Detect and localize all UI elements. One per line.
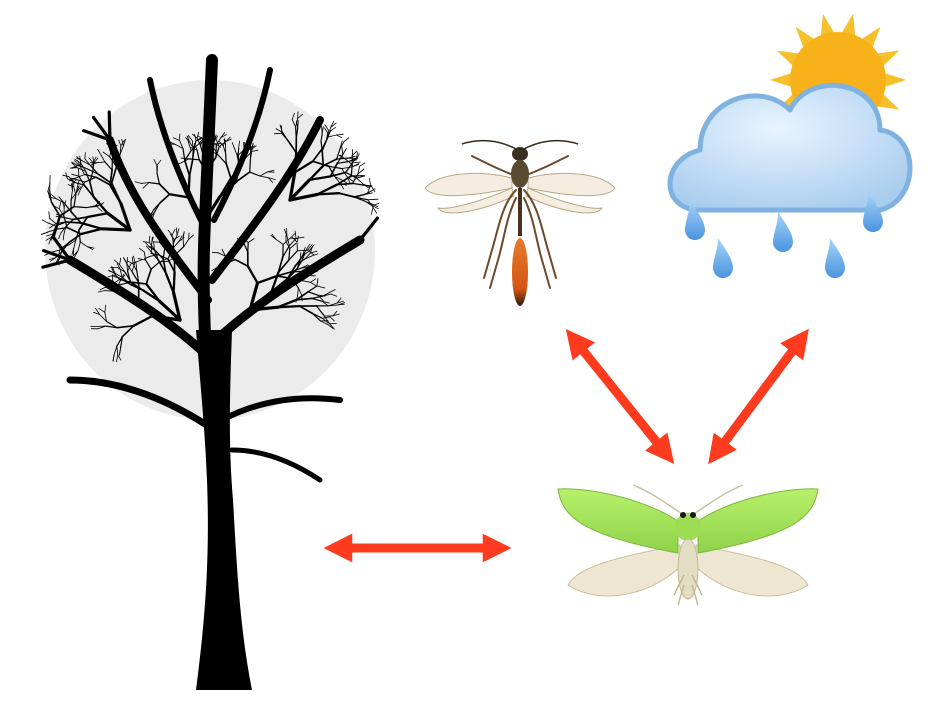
wasp-moth-arrow xyxy=(573,338,667,455)
wasp-icon xyxy=(425,141,615,306)
weather-moth-arrow xyxy=(715,338,802,455)
sun-ray xyxy=(883,73,906,88)
green-moth-icon xyxy=(558,485,818,605)
sun-ray xyxy=(770,73,793,88)
tree-icon xyxy=(41,60,379,690)
rain-cloud-sun-icon xyxy=(670,14,910,278)
